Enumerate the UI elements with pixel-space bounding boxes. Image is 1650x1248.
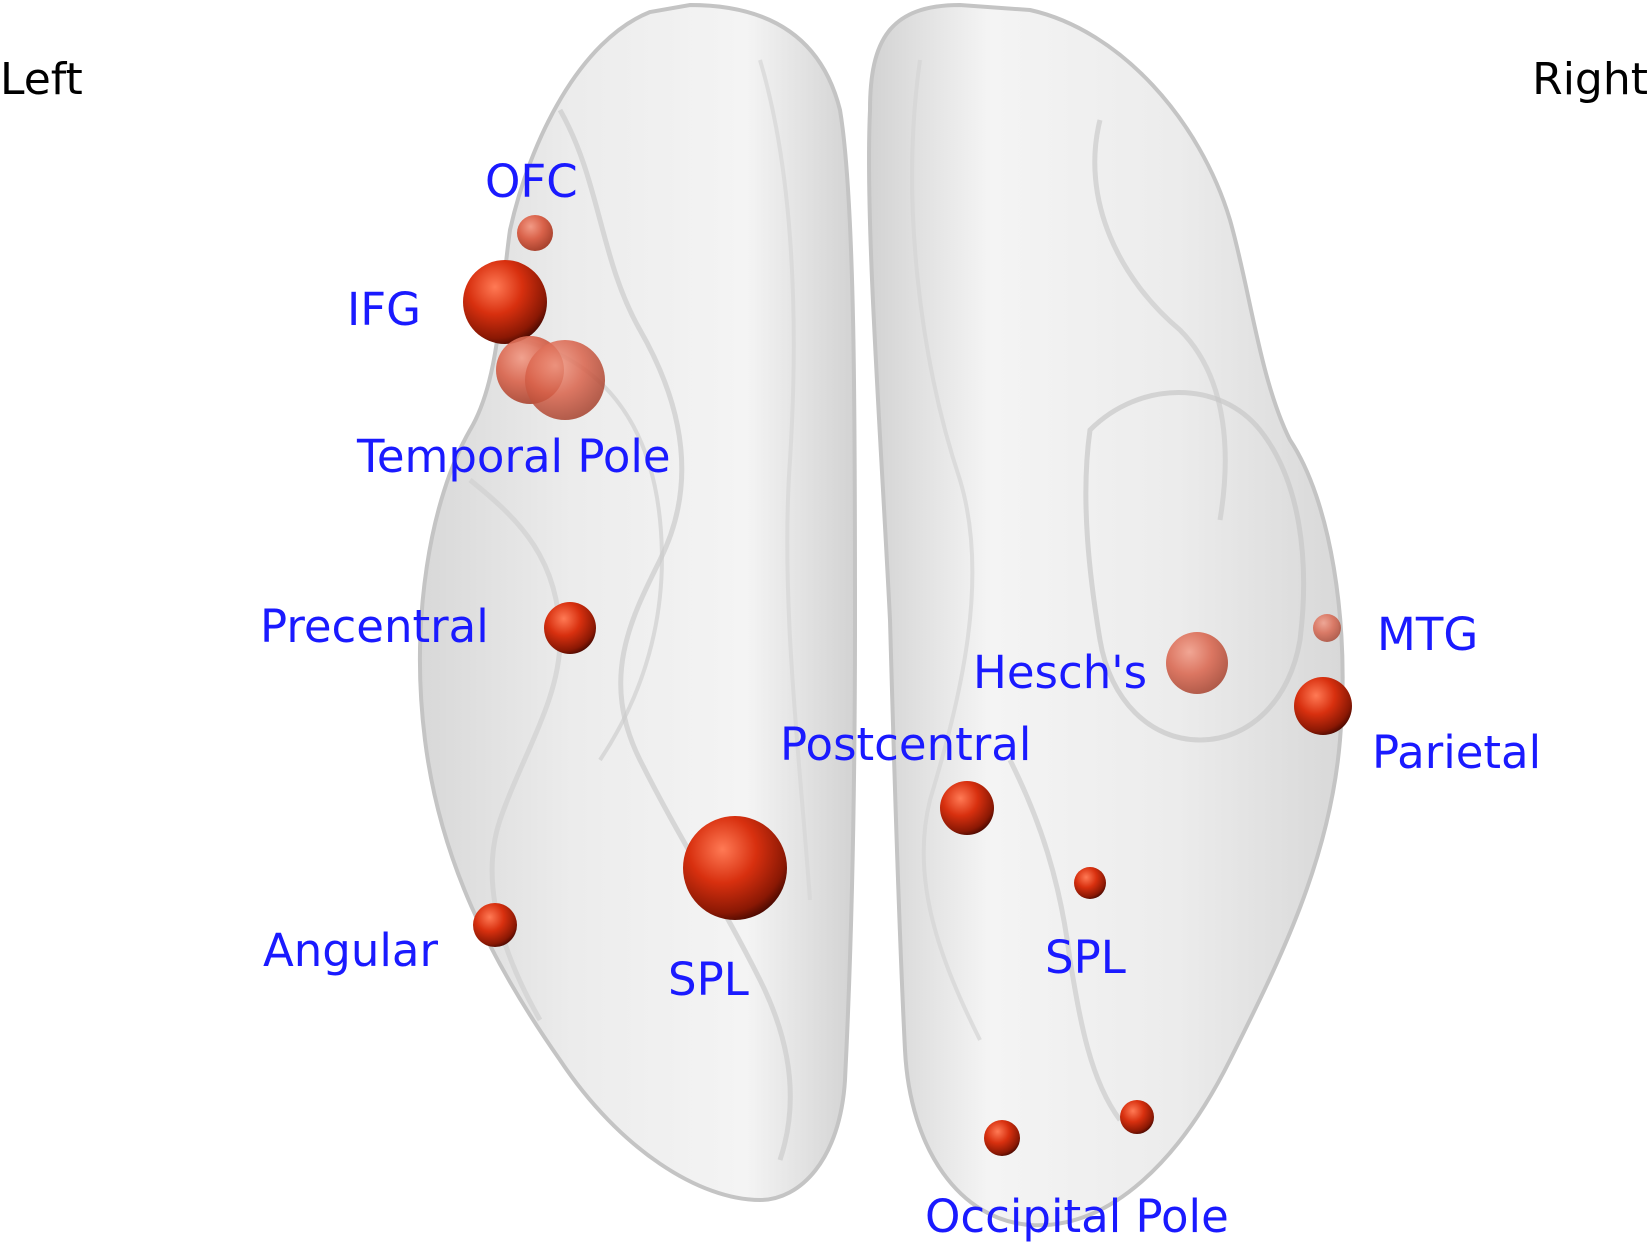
- node-temporal-pole-b: [525, 340, 605, 420]
- right-sulcus: [1092, 119, 1228, 521]
- label-occipital-pole: Occipital Pole: [925, 1190, 1229, 1243]
- node-parietal: [1294, 677, 1352, 735]
- node-spl-left: [683, 816, 787, 920]
- label-postcentral: Postcentral: [780, 718, 1031, 771]
- region-nodes: [463, 215, 1352, 1156]
- label-parietal: Parietal: [1372, 726, 1541, 779]
- node-angular: [473, 903, 517, 947]
- right-orientation-label: Right: [1532, 54, 1648, 105]
- left-sulcus: [557, 108, 793, 1161]
- node-mtg: [1313, 614, 1341, 642]
- region-labels: OFC IFG Temporal Pole Precentral Angular…: [260, 155, 1541, 1243]
- label-ifg: IFG: [347, 283, 421, 336]
- right-sulcus: [910, 59, 982, 1041]
- node-spl-right: [1074, 867, 1106, 899]
- node-postcentral: [940, 781, 994, 835]
- right-hemisphere: [867, 2, 1345, 1228]
- node-heschs: [1166, 632, 1228, 694]
- label-precentral: Precentral: [260, 600, 489, 653]
- right-hemisphere-surface: [867, 2, 1345, 1228]
- label-ofc: OFC: [485, 155, 578, 208]
- label-spl-right: SPL: [1045, 931, 1126, 984]
- label-mtg: MTG: [1377, 608, 1478, 661]
- node-ifg: [463, 260, 547, 344]
- label-spl-left: SPL: [668, 953, 749, 1006]
- left-sulcus: [758, 59, 812, 901]
- node-precentral: [544, 602, 596, 654]
- node-ofc: [517, 215, 553, 251]
- label-angular: Angular: [263, 924, 438, 977]
- node-occipital-pole-left: [984, 1120, 1020, 1156]
- label-temporal-pole: Temporal Pole: [356, 430, 671, 483]
- right-sulcus: [1007, 758, 1123, 1122]
- label-heschs: Hesch's: [973, 646, 1147, 699]
- left-orientation-label: Left: [0, 54, 83, 105]
- right-temporal-lobe-outline: [1083, 390, 1307, 743]
- node-occipital-pole-right: [1120, 1100, 1154, 1134]
